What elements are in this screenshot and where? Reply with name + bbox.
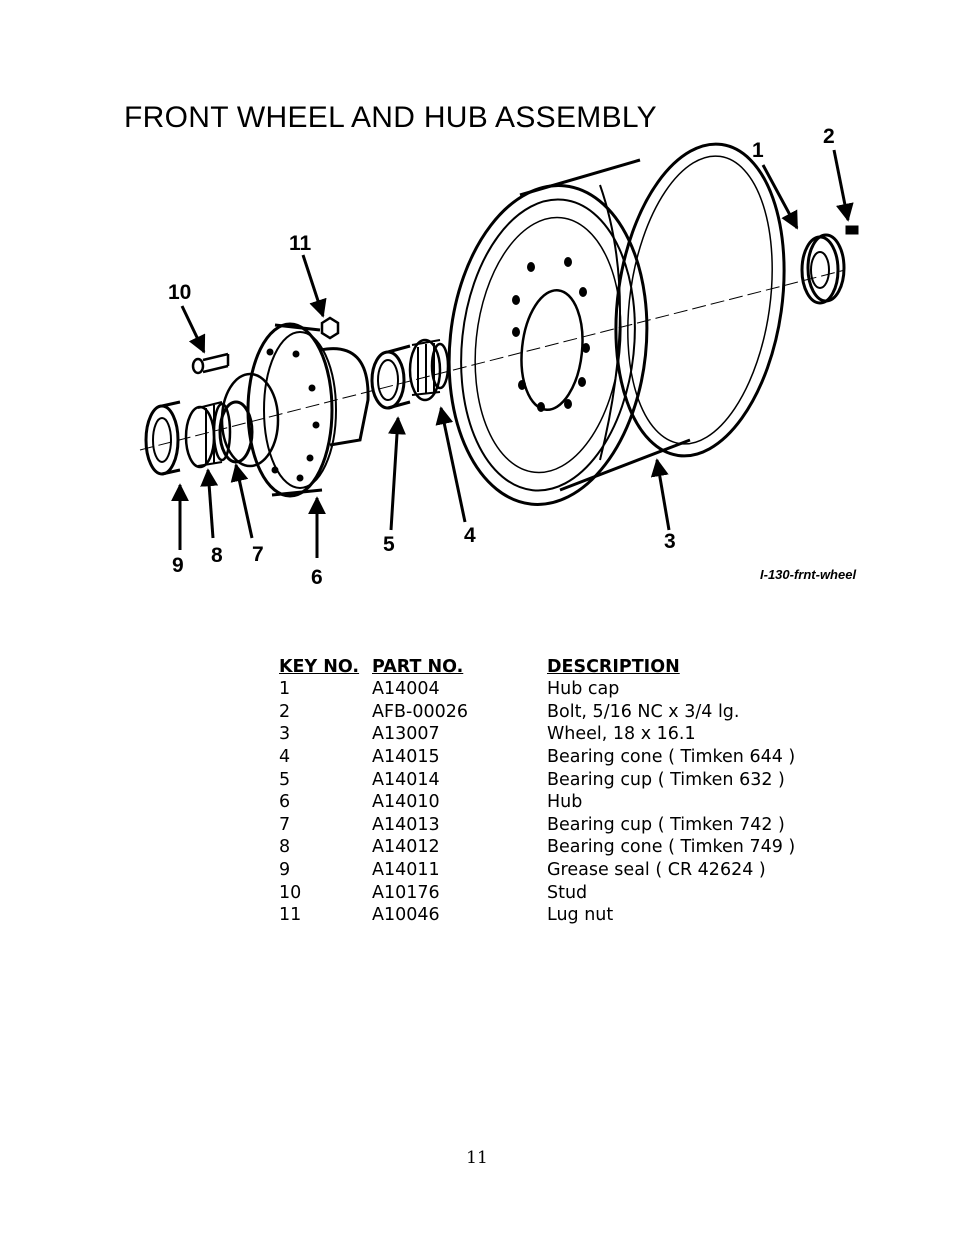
stud-part bbox=[191, 352, 230, 375]
page-number: 11 bbox=[466, 1148, 488, 1168]
key-no-cell: 2 bbox=[279, 701, 291, 722]
callout-6: 6 bbox=[311, 566, 323, 589]
callout-1: 1 bbox=[752, 139, 764, 162]
table-row: 11 A10046 Lug nut bbox=[279, 904, 827, 927]
table-row: 1 A14004 Hub cap bbox=[279, 678, 827, 701]
table-header-row: KEY NO. PART NO. DESCRIPTION bbox=[279, 655, 827, 678]
part-no-cell: A14010 bbox=[372, 792, 440, 813]
table-row: 10 A10176 Stud bbox=[279, 881, 827, 904]
part-no-cell: A14012 bbox=[372, 837, 440, 858]
table-row: 5 A14014 Bearing cup ( Timken 632 ) bbox=[279, 768, 827, 791]
bearing-cup-inner-part bbox=[218, 400, 254, 464]
header-description: DESCRIPTION bbox=[547, 656, 680, 677]
callout-2: 2 bbox=[823, 125, 835, 148]
callout-7: 7 bbox=[252, 543, 264, 566]
table-row: 9 A14011 Grease seal ( CR 42624 ) bbox=[279, 859, 827, 882]
part-no-cell: AFB-00026 bbox=[372, 701, 469, 722]
description-cell: Stud bbox=[547, 882, 588, 903]
description-cell: Bearing cone ( Timken 749 ) bbox=[547, 837, 796, 858]
key-no-cell: 9 bbox=[279, 860, 291, 881]
table-row: 3 A13007 Wheel, 18 x 16.1 bbox=[279, 723, 827, 746]
callout-4: 4 bbox=[464, 524, 476, 547]
table-row: 2 AFB-00026 Bolt, 5/16 NC x 3/4 lg. bbox=[279, 701, 827, 724]
exploded-assembly-diagram bbox=[139, 142, 859, 558]
part-no-cell: A14013 bbox=[372, 814, 440, 835]
part-no-cell: A14011 bbox=[372, 860, 440, 881]
bolt-part bbox=[845, 225, 859, 235]
hub-cap-part bbox=[800, 233, 846, 305]
leader-arrows bbox=[171, 149, 854, 558]
part-no-cell: A14015 bbox=[372, 747, 440, 768]
description-cell: Bearing cup ( Timken 632 ) bbox=[547, 769, 785, 790]
axis-centerline bbox=[139, 269, 846, 451]
key-no-cell: 7 bbox=[279, 814, 291, 835]
description-cell: Bolt, 5/16 NC x 3/4 lg. bbox=[547, 701, 740, 722]
description-cell: Wheel, 18 x 16.1 bbox=[547, 724, 696, 745]
description-cell: Bearing cup ( Timken 742 ) bbox=[547, 814, 785, 835]
callout-10: 10 bbox=[168, 281, 192, 304]
key-no-cell: 3 bbox=[279, 724, 291, 745]
figure-reference: I-130-frnt-wheel bbox=[760, 567, 857, 582]
key-no-cell: 1 bbox=[279, 679, 291, 700]
grease-seal-part bbox=[144, 400, 181, 476]
header-part-no: PART NO. bbox=[372, 656, 464, 677]
description-cell: Hub bbox=[547, 792, 583, 813]
callout-11: 11 bbox=[289, 232, 312, 255]
key-no-cell: 6 bbox=[279, 792, 291, 813]
bearing-cone-outer-part bbox=[408, 338, 450, 402]
description-cell: Lug nut bbox=[547, 905, 614, 926]
table-row: 7 A14013 Bearing cup ( Timken 742 ) bbox=[279, 814, 827, 837]
description-cell: Bearing cone ( Timken 644 ) bbox=[547, 747, 796, 768]
part-no-cell: A10046 bbox=[372, 905, 440, 926]
callout-9: 9 bbox=[172, 554, 184, 577]
lug-nut-part bbox=[320, 316, 340, 340]
parts-table: KEY NO. PART NO. DESCRIPTION 1 A14004 Hub … bbox=[279, 655, 827, 927]
part-no-cell: A10176 bbox=[372, 882, 440, 903]
callout-8: 8 bbox=[211, 544, 223, 567]
callout-3: 3 bbox=[664, 530, 676, 553]
key-no-cell: 10 bbox=[279, 882, 302, 903]
header-key-no: KEY NO. bbox=[279, 656, 360, 677]
key-no-cell: 4 bbox=[279, 747, 291, 768]
page-title: FRONT WHEEL AND HUB ASSEMBLY bbox=[124, 101, 657, 134]
table-row: 6 A14010 Hub bbox=[279, 791, 827, 814]
bearing-cone-inner-part bbox=[184, 401, 232, 469]
wheel-part bbox=[447, 142, 786, 506]
part-no-cell: A14004 bbox=[372, 679, 440, 700]
part-no-cell: A14014 bbox=[372, 769, 440, 790]
description-cell: Hub cap bbox=[547, 679, 620, 700]
key-no-cell: 11 bbox=[279, 905, 302, 926]
callout-5: 5 bbox=[383, 533, 395, 556]
key-no-cell: 5 bbox=[279, 769, 291, 790]
table-row: 4 A14015 Bearing cone ( Timken 644 ) bbox=[279, 746, 827, 769]
part-no-cell: A13007 bbox=[372, 724, 440, 745]
table-row: 8 A14012 Bearing cone ( Timken 749 ) bbox=[279, 836, 827, 859]
description-cell: Grease seal ( CR 42624 ) bbox=[547, 860, 766, 881]
key-no-cell: 8 bbox=[279, 837, 291, 858]
bearing-cup-outer-part bbox=[370, 344, 411, 410]
hub-part bbox=[220, 322, 370, 498]
